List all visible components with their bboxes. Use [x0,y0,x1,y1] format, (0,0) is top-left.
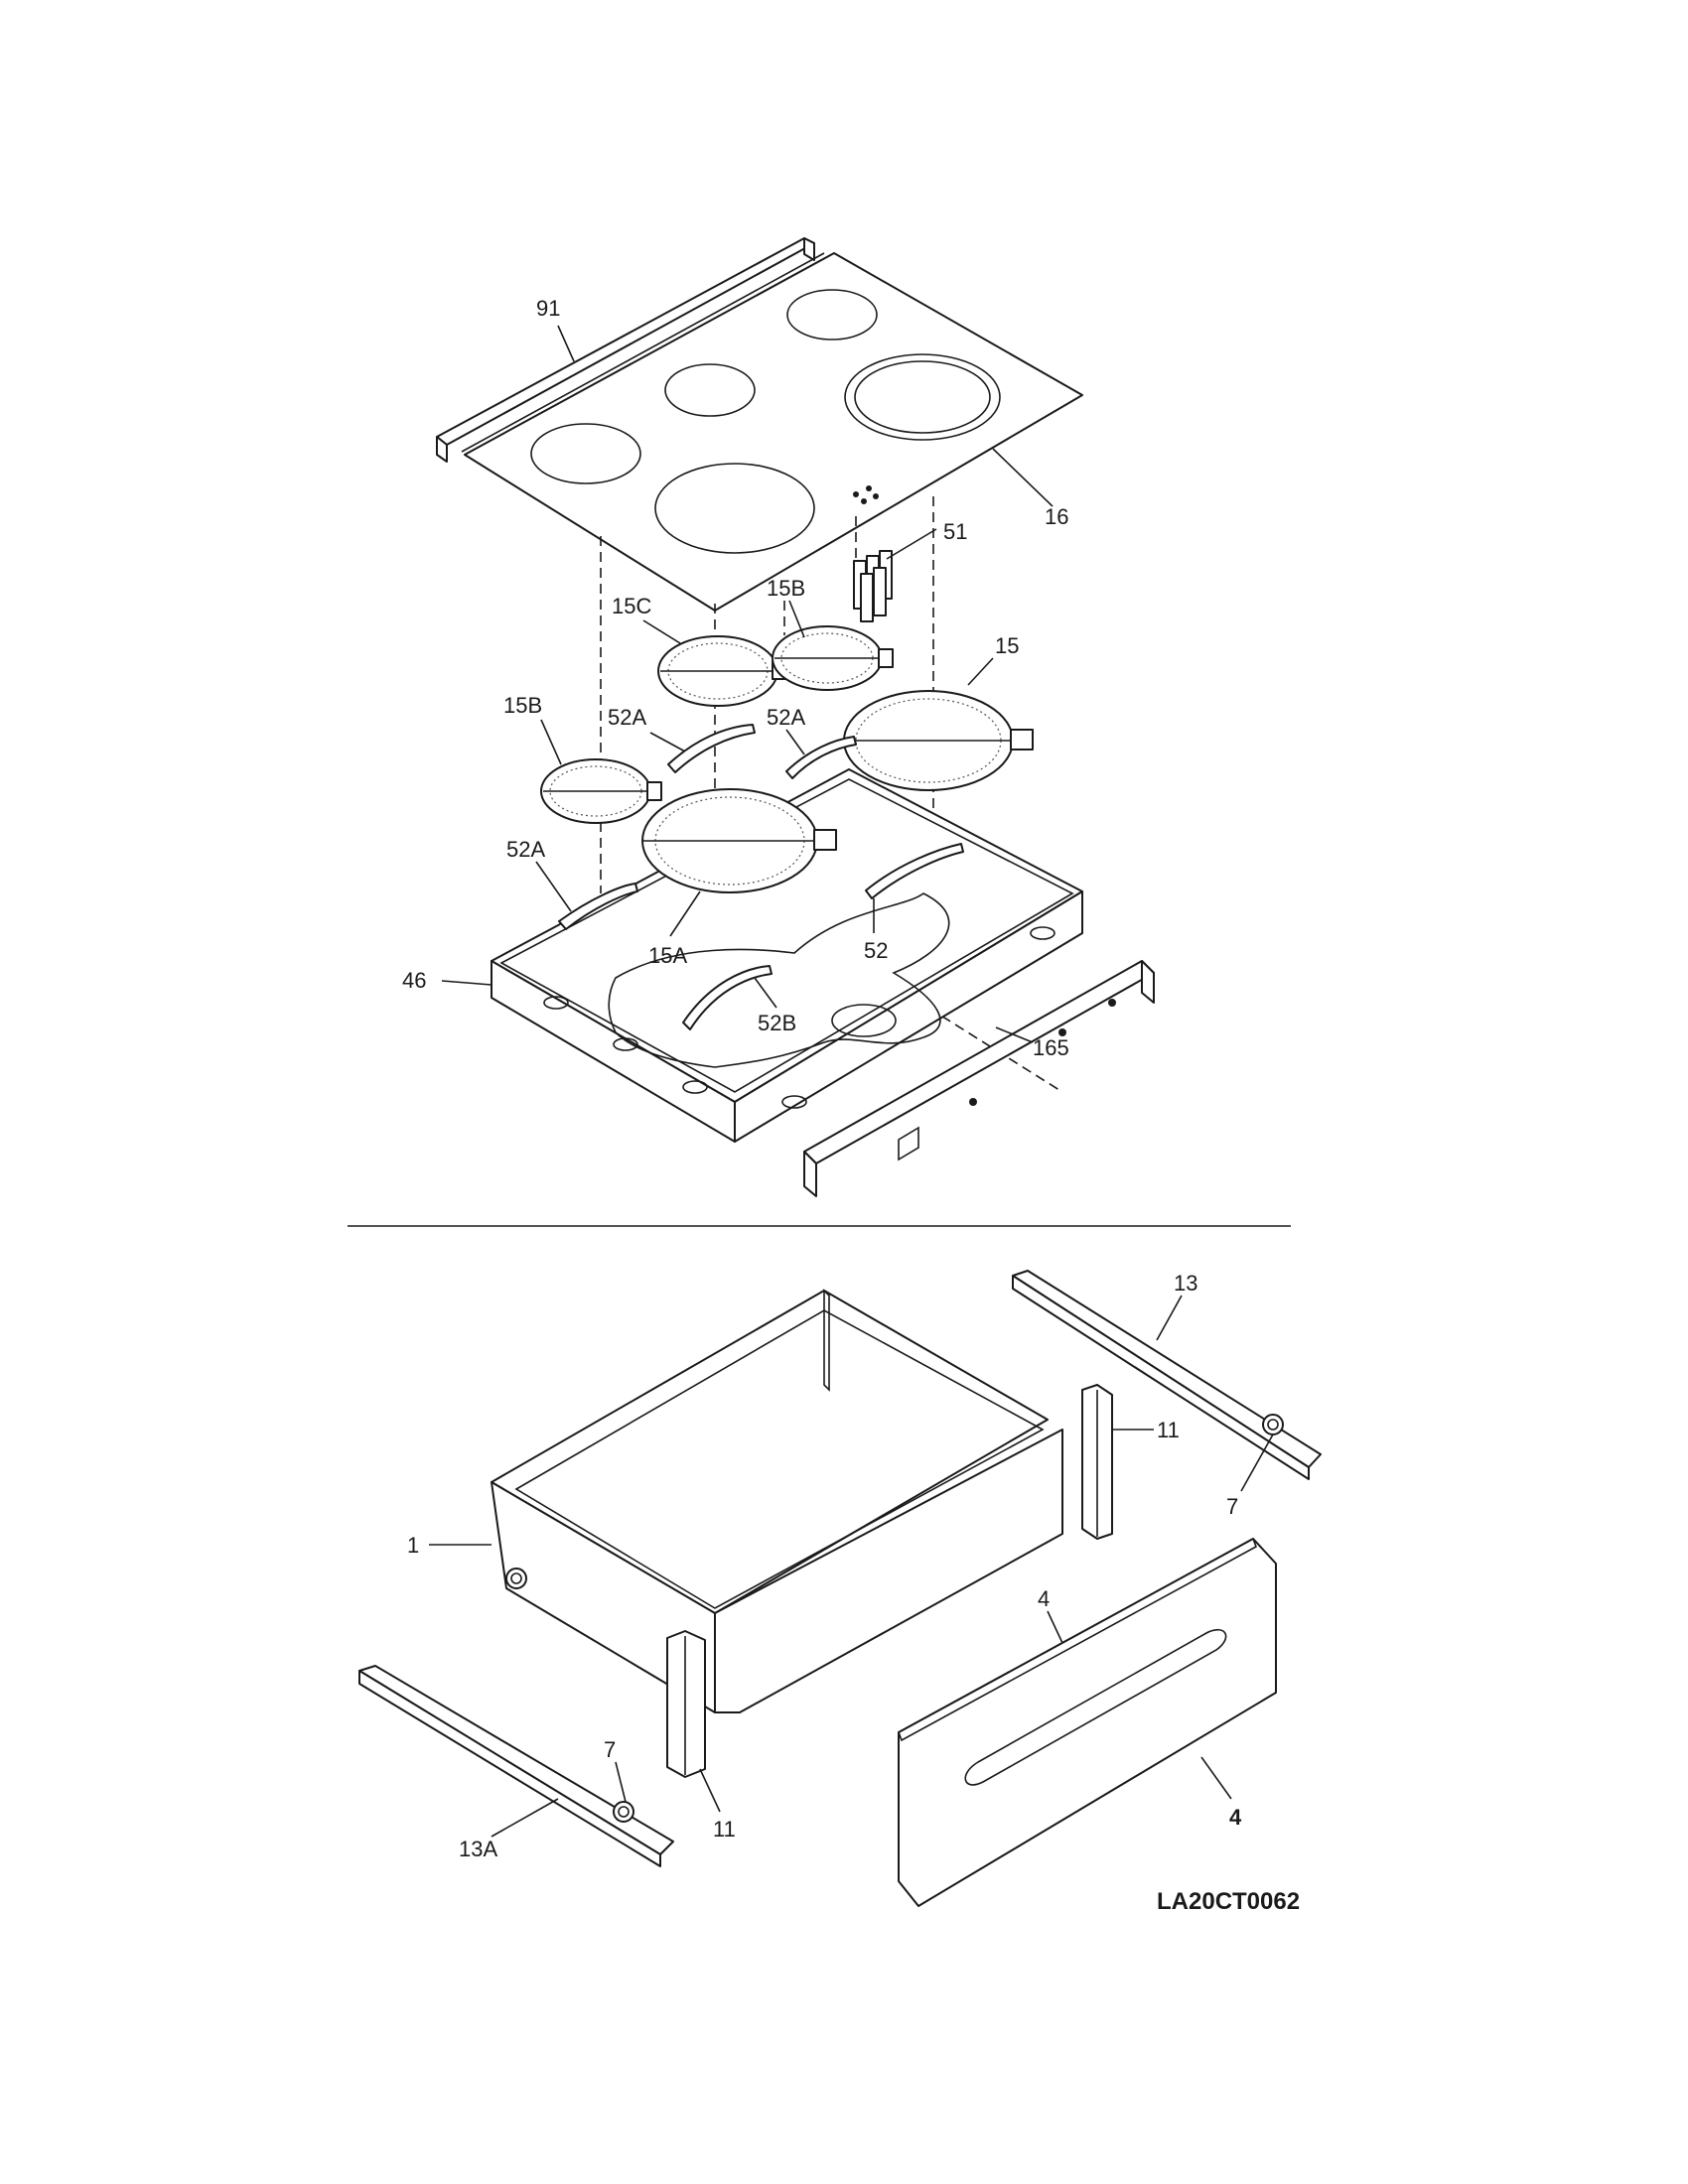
element-15 [843,690,1034,791]
label-16: 16 [1045,504,1068,529]
element-15C [657,635,787,707]
leader-lines-bottom [429,1295,1274,1838]
bracket-52A-lower [558,883,638,930]
bracket-52B [682,965,773,1030]
label-1: 1 [407,1533,419,1558]
label-15A: 15A [648,943,687,968]
drawer-rail-13A [358,1665,674,1867]
bracket-52A-upper [667,724,756,773]
label-15B-left: 15B [503,693,542,718]
label-13: 13 [1174,1271,1197,1296]
element-15B-top [772,625,894,691]
label-52A-lower: 52A [506,837,545,862]
label-52B: 52B [758,1011,796,1035]
drawer-rail-13 [1012,1270,1322,1480]
rear-bracket-165 [803,960,1155,1197]
label-52: 52 [864,938,888,963]
label-11-left: 11 [713,1817,736,1842]
bracket-52A-mid [785,736,857,779]
label-15: 15 [995,633,1019,658]
label-15C: 15C [612,594,651,618]
rear-trim-91 [436,237,825,463]
label-46: 46 [402,968,426,993]
bracket-52 [865,843,964,899]
drawing-code: LA20CT0062 [1157,1888,1300,1915]
label-91: 91 [536,296,560,321]
label-4-bold: 4 [1229,1805,1242,1830]
glass-cooktop-16 [464,252,1083,612]
label-13A: 13A [459,1837,497,1861]
element-15A [641,788,837,893]
label-52A-mid: 52A [767,705,805,730]
switch-assembly-51 [853,550,893,622]
drawer-box-1 [491,1289,1063,1713]
label-7-right: 7 [1226,1494,1238,1519]
label-165: 165 [1033,1035,1069,1060]
leader-lines-top [441,325,1054,1043]
label-15B-top: 15B [767,576,805,601]
drawer-bracket-11-right [1081,1384,1113,1540]
label-51: 51 [943,519,967,544]
label-11-right: 11 [1157,1418,1180,1442]
label-52A-upper: 52A [608,705,646,730]
label-4-small: 4 [1038,1586,1050,1611]
drawer-front-4 [898,1537,1277,1907]
label-7-left: 7 [604,1737,616,1762]
drawer-bracket-11-left [666,1630,706,1778]
element-15B-left [540,758,662,824]
